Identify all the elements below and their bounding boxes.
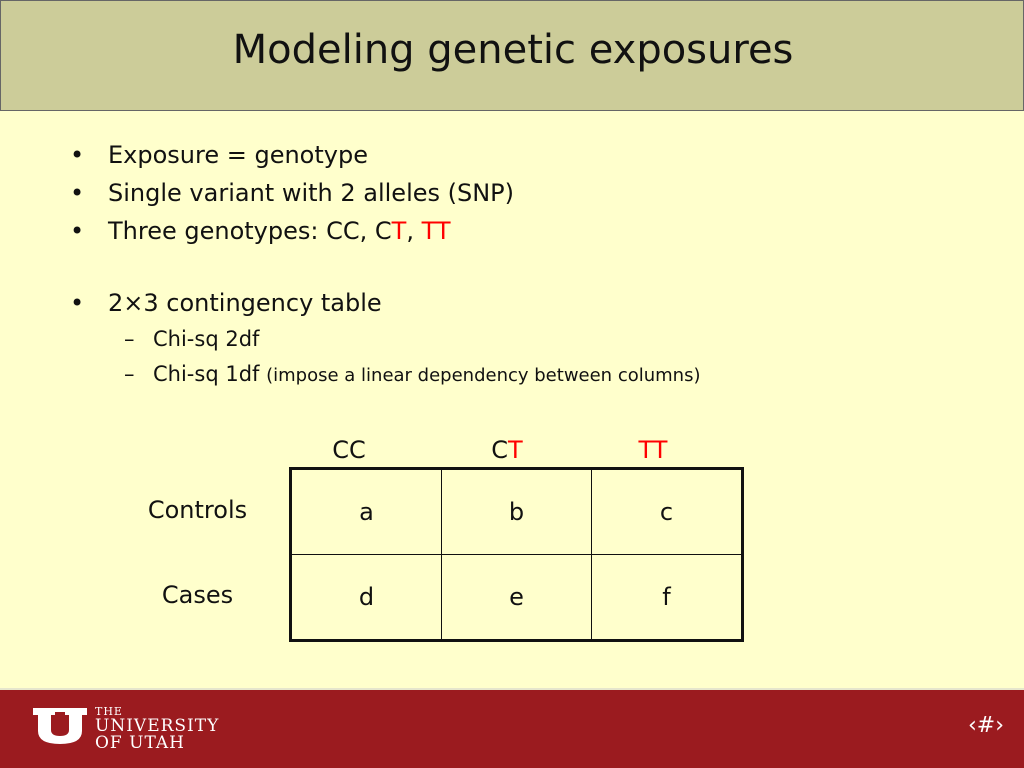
column-header-text: CC <box>332 436 366 464</box>
row-header-cases: Cases <box>161 581 234 609</box>
row-header-controls: Controls <box>147 496 248 524</box>
sub-bullet-text: Chi-sq 2df <box>153 327 260 351</box>
sub-bullet-marker: – <box>124 362 135 386</box>
slide-title: Modeling genetic exposures <box>232 27 794 73</box>
table-cell: c <box>591 468 743 555</box>
university-u-logo-icon <box>33 708 87 744</box>
wordmark-of-utah: OF UTAH <box>95 733 185 753</box>
footer-divider <box>0 688 1024 690</box>
bullet-list: • Exposure = genotype • Single variant w… <box>70 136 970 393</box>
column-header-cc: CC <box>274 434 424 466</box>
comma-separator: , <box>406 217 422 245</box>
sub-bullet-list: – Chi-sq 2df – Chi-sq 1df (impose a line… <box>108 322 970 393</box>
wordmark-university: UNIVERSITY <box>95 716 220 736</box>
bullet-item: • Three genotypes: CC, CT, TT <box>70 212 970 250</box>
table-row: a b c <box>290 468 743 555</box>
university-wordmark: THE UNIVERSITY OF UTAH <box>95 705 219 752</box>
sub-bullet-text: Chi-sq 1df <box>153 362 260 386</box>
bullet-text: 2×3 contingency table <box>108 289 382 317</box>
genotype-tt-highlight: TT <box>421 217 451 245</box>
bullet-text: Single variant with 2 alleles (SNP) <box>108 179 515 207</box>
column-header-text: TT <box>638 436 668 464</box>
bullet-spacer <box>70 250 970 284</box>
column-header-text: C <box>491 436 509 464</box>
column-header-t-highlight: T <box>508 436 523 464</box>
bullet-text: Exposure = genotype <box>108 141 368 169</box>
table-cell: d <box>290 554 442 641</box>
table-cell: a <box>290 468 442 555</box>
column-header-tt: TT <box>578 434 728 466</box>
allele-t-highlight: T <box>391 217 407 245</box>
table-cell: b <box>441 468 592 555</box>
table-row: d e f <box>290 554 743 641</box>
bullet-marker: • <box>70 289 85 317</box>
bullet-item: • Exposure = genotype <box>70 136 970 174</box>
title-bar: Modeling genetic exposures <box>0 0 1024 111</box>
slide-number: ‹#› <box>967 713 1004 738</box>
contingency-table: a b c d e f <box>289 467 744 642</box>
footer-bar: THE UNIVERSITY OF UTAH ‹#› <box>0 690 1024 768</box>
bullet-marker: • <box>70 217 85 245</box>
sub-bullet-item: – Chi-sq 2df <box>108 322 970 357</box>
bullet-marker: • <box>70 141 85 169</box>
sub-bullet-marker: – <box>124 327 135 351</box>
column-header-ct: CT <box>432 434 582 466</box>
bullet-item: • 2×3 contingency table – Chi-sq 2df – C… <box>70 284 970 393</box>
sub-bullet-note: (impose a linear dependency between colu… <box>266 365 701 386</box>
table-cell: f <box>591 554 743 641</box>
bullet-marker: • <box>70 179 85 207</box>
table-cell: e <box>441 554 592 641</box>
wordmark-the: THE <box>95 705 123 718</box>
bullet-text: Three genotypes: CC, C <box>108 217 392 245</box>
sub-bullet-item: – Chi-sq 1df (impose a linear dependency… <box>108 357 970 393</box>
bullet-item: • Single variant with 2 alleles (SNP) <box>70 174 970 212</box>
